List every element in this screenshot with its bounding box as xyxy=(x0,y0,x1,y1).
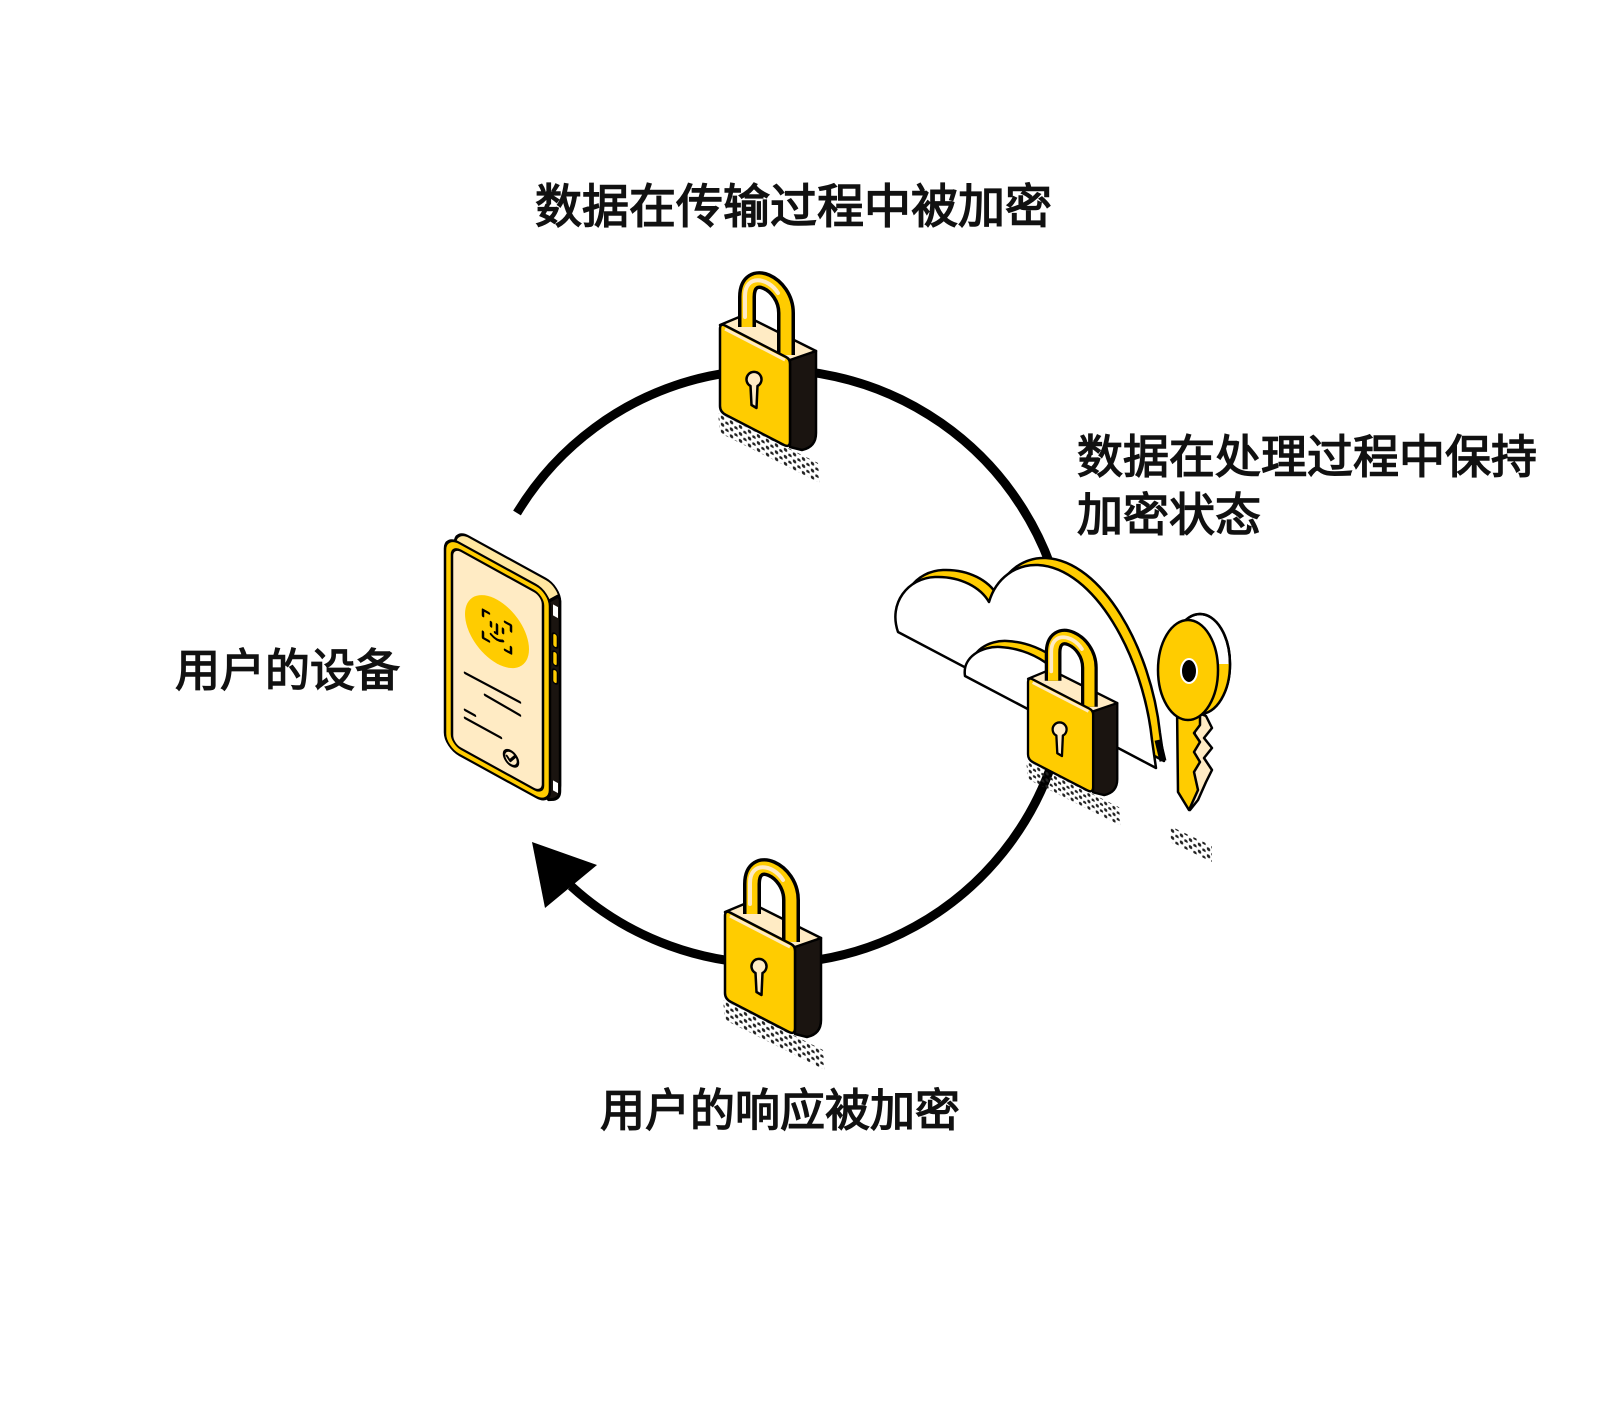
padlock-icon xyxy=(723,867,825,1070)
label-processing-line-2: 加密状态 xyxy=(1077,488,1261,542)
screen-text-lines xyxy=(463,671,522,740)
key-icon xyxy=(1156,612,1232,862)
label-device: 用户的设备 xyxy=(175,644,401,697)
padlock-icon xyxy=(718,280,820,483)
label-processing: 数据在处理过程中保持 加密状态 xyxy=(1077,428,1537,544)
label-transit: 数据在传输过程中被加密 xyxy=(535,180,1052,235)
label-processing-line-1: 数据在处理过程中保持 xyxy=(1077,430,1537,484)
side-button xyxy=(551,632,559,649)
check-icon xyxy=(502,748,520,768)
face-id-icon xyxy=(465,595,529,669)
arrow-icon xyxy=(532,842,597,908)
smartphone-icon xyxy=(443,533,562,802)
side-button xyxy=(551,650,559,667)
label-response: 用户的响应被加密 xyxy=(600,1084,961,1137)
side-button xyxy=(551,668,559,685)
